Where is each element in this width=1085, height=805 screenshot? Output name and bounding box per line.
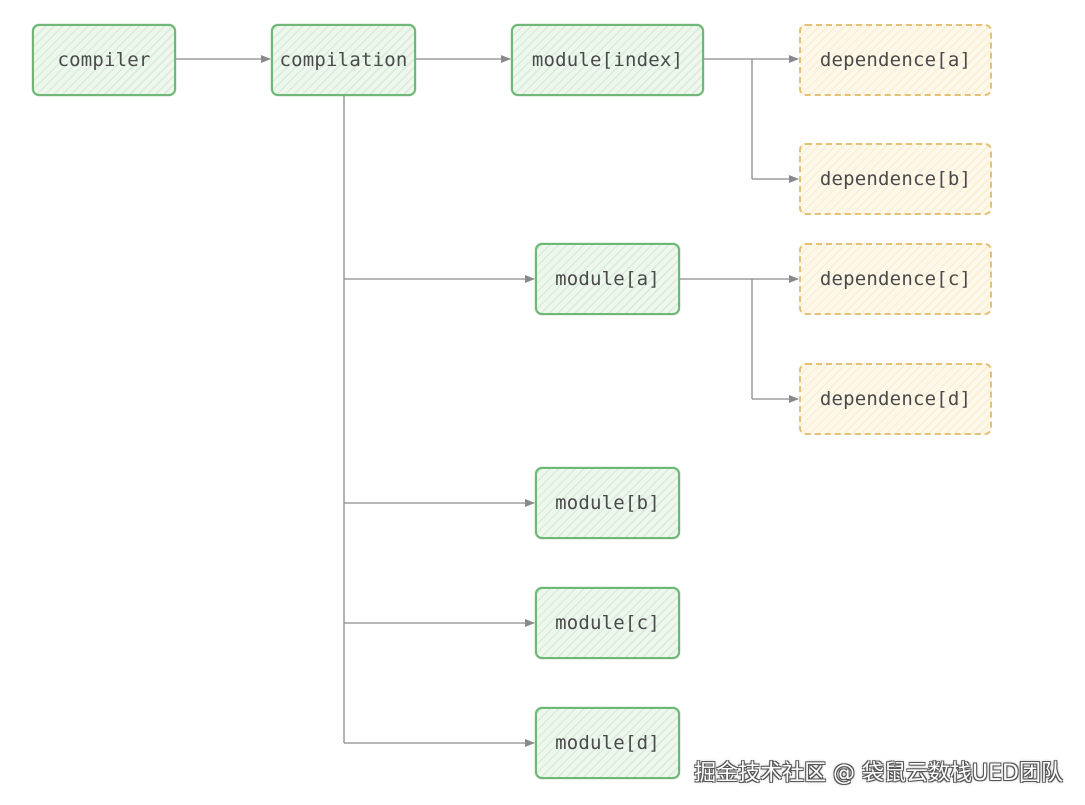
node-module-d: module[d] — [535, 707, 680, 779]
node-module-index: module[index] — [511, 24, 704, 96]
node-compiler: compiler — [32, 24, 176, 96]
node-module-b: module[b] — [535, 467, 680, 539]
node-dependence-b: dependence[b] — [799, 143, 992, 215]
node-dependence-d: dependence[d] — [799, 363, 992, 435]
node-dependence-a: dependence[a] — [799, 24, 992, 96]
watermark-text: 掘金技术社区 @ 袋鼠云数栈UED团队 — [694, 761, 1063, 786]
node-module-a: module[a] — [535, 243, 680, 315]
node-module-c: module[c] — [535, 587, 680, 659]
node-dependence-c: dependence[c] — [799, 243, 992, 315]
node-compilation: compilation — [271, 24, 416, 96]
